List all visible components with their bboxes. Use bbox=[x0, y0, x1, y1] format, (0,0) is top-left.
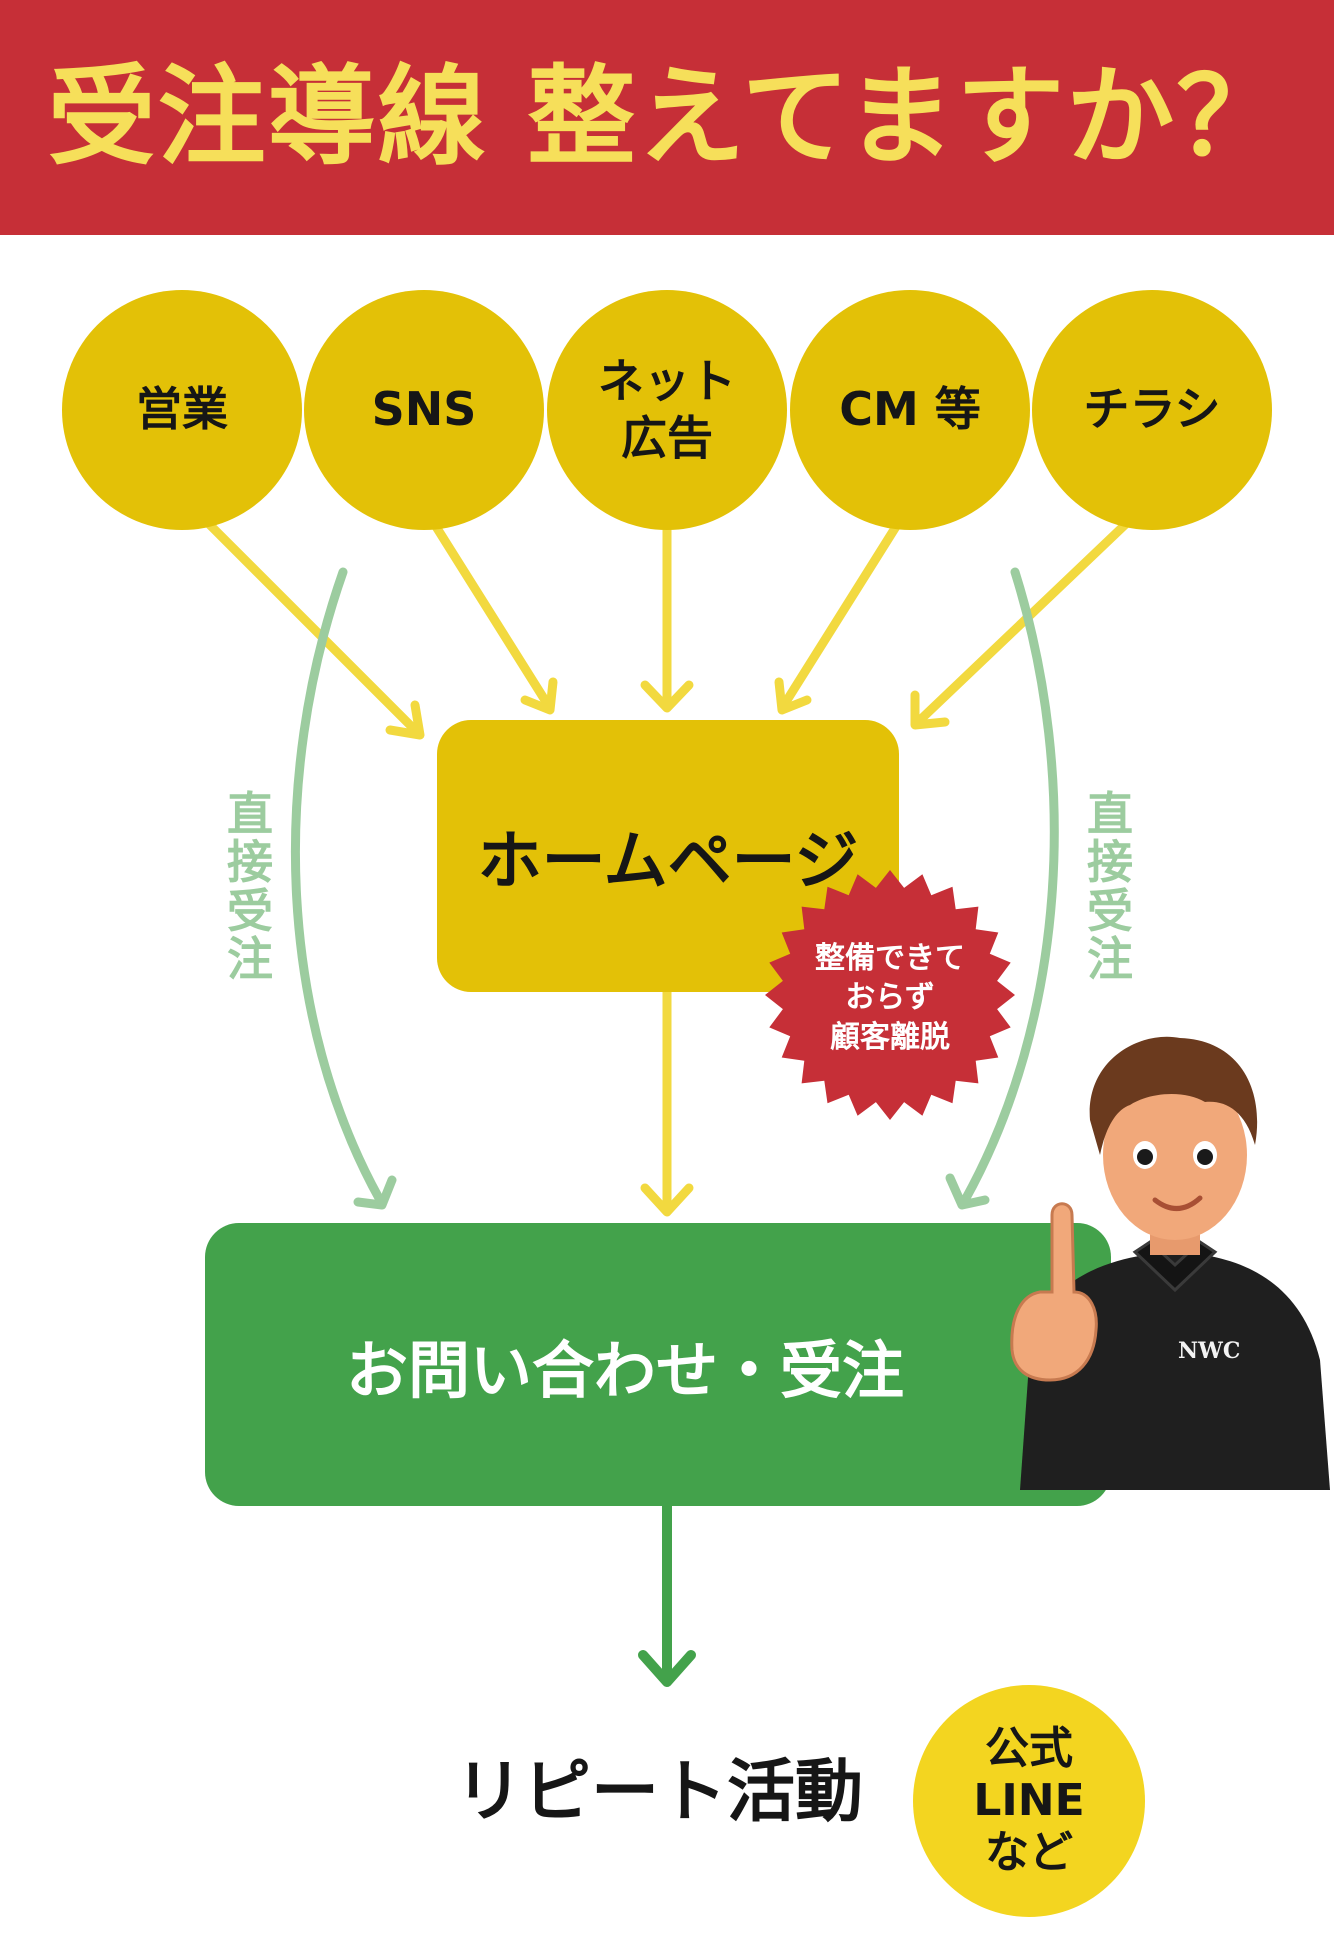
character-face bbox=[1103, 1070, 1247, 1240]
official-line-circle: 公式 LINE など bbox=[913, 1685, 1145, 1917]
direct-right-char: 受 bbox=[1087, 883, 1133, 938]
shirt-logo: NWC bbox=[1178, 1338, 1241, 1364]
source-sns-label: SNS bbox=[371, 382, 477, 437]
character-smile bbox=[1152, 1195, 1203, 1211]
order-box: お問い合わせ・受注 bbox=[205, 1223, 1111, 1506]
arrow-head bbox=[640, 680, 694, 713]
character-hair bbox=[1089, 1036, 1258, 1155]
arrow-head bbox=[353, 1175, 397, 1210]
homepage-label: ホームページ bbox=[477, 825, 859, 899]
arrow-sns-to-homepage bbox=[430, 520, 553, 710]
source-sns-circle: SNS bbox=[304, 290, 544, 530]
repeat-activity-label: リピート活動 bbox=[455, 1752, 864, 1832]
arrow-head bbox=[385, 700, 425, 740]
source-netad-circle: ネット 広告 bbox=[547, 290, 787, 530]
direct-right-char: 注 bbox=[1087, 931, 1133, 986]
source-cm-circle: CM 等 bbox=[790, 290, 1030, 530]
direct-order-right-label: 直 接 受 注 bbox=[1080, 790, 1140, 983]
guide-character bbox=[1010, 1036, 1330, 1490]
page-title: 受注導線 整えてますか？ bbox=[47, 54, 1287, 180]
source-flyer-circle: チラシ bbox=[1032, 290, 1272, 530]
customer-loss-badge bbox=[765, 870, 1015, 1120]
arrow-flyer-to-homepage bbox=[913, 515, 1135, 727]
character-shirt bbox=[1020, 1252, 1330, 1490]
source-sales-label: 営業 bbox=[136, 382, 228, 437]
source-cm-label: CM 等 bbox=[839, 382, 981, 437]
title-banner: 受注導線 整えてますか？ bbox=[0, 0, 1334, 235]
arrow-sales-to-homepage bbox=[200, 515, 423, 738]
source-netad-label: ネット 広告 bbox=[598, 353, 736, 466]
direct-arrow-right bbox=[960, 567, 1059, 1205]
arrow-head bbox=[910, 690, 950, 730]
order-label: お問い合わせ・受注 bbox=[345, 1333, 904, 1407]
source-flyer-label: チラシ bbox=[1083, 382, 1221, 437]
direct-order-left-label: 直 接 受 注 bbox=[220, 790, 280, 983]
direct-right-char: 直 bbox=[1087, 787, 1133, 841]
direct-arrow-left bbox=[290, 567, 385, 1205]
arrow-head bbox=[520, 677, 558, 715]
arrow-head bbox=[640, 1183, 694, 1217]
arrow-head bbox=[945, 1173, 990, 1210]
arrow-head bbox=[774, 677, 812, 715]
arrow-head bbox=[638, 1650, 696, 1687]
source-sales-circle: 営業 bbox=[62, 290, 302, 530]
direct-left-char: 注 bbox=[227, 931, 273, 986]
character-pointing-hand bbox=[1010, 1202, 1098, 1382]
customer-loss-badge-label: 整備できて おらず 顧客離脱 bbox=[815, 940, 965, 1055]
direct-left-char: 接 bbox=[227, 835, 273, 890]
direct-right-char: 接 bbox=[1087, 835, 1133, 890]
direct-left-char: 直 bbox=[227, 787, 273, 841]
official-line-label: 公式 LINE など bbox=[973, 1723, 1085, 1878]
direct-left-char: 受 bbox=[227, 883, 273, 938]
arrow-cm-to-homepage bbox=[779, 520, 902, 710]
